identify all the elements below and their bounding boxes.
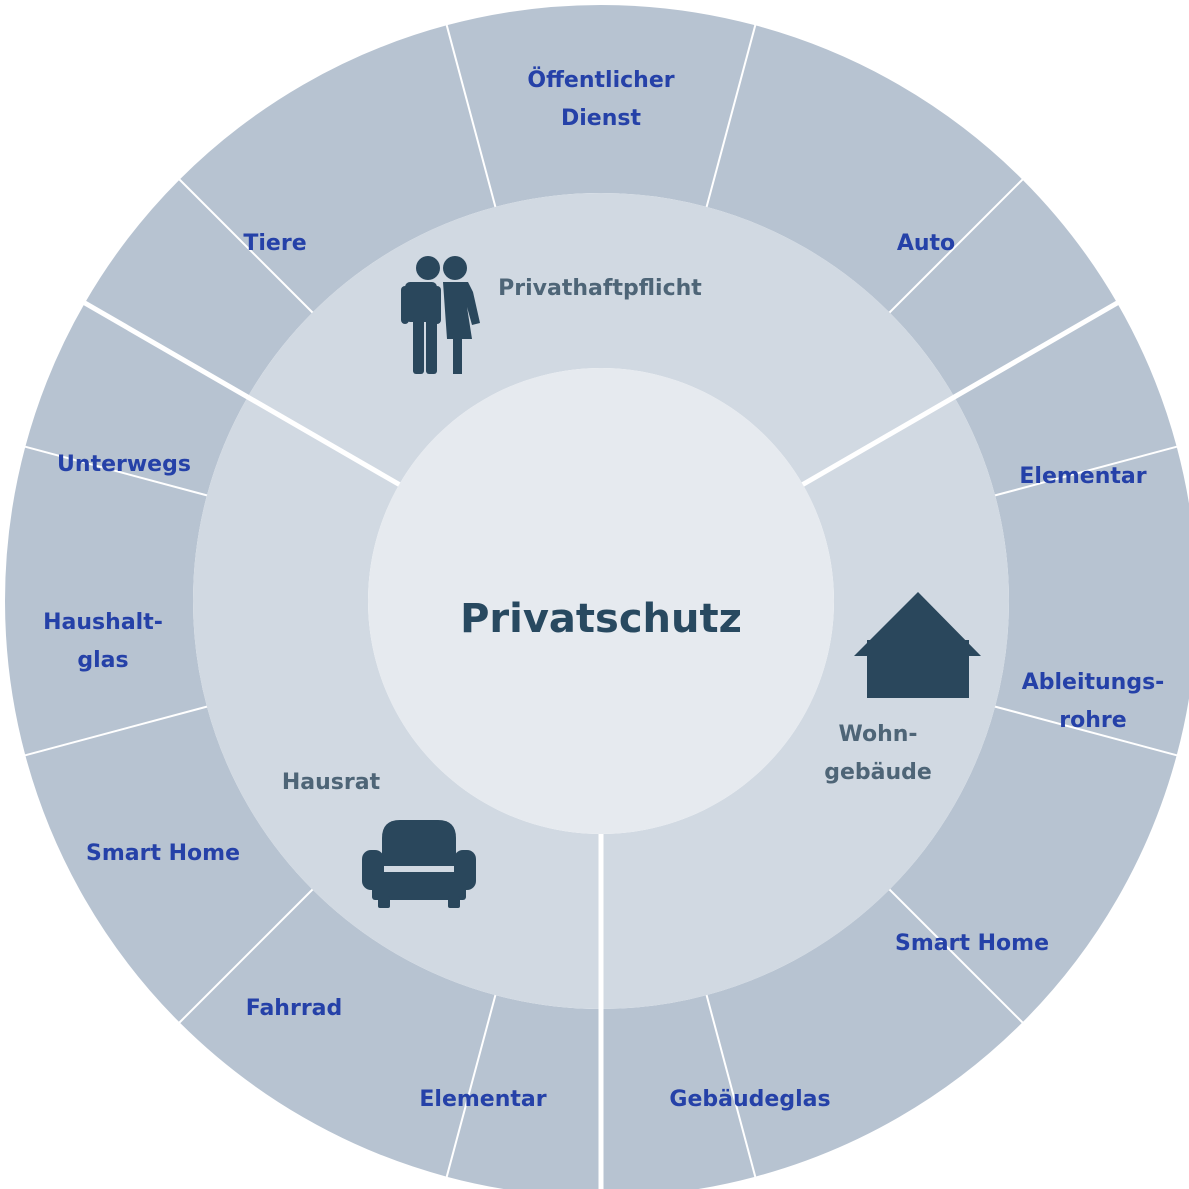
outer-divider <box>888 176 1026 314</box>
outer-label-line: Dienst <box>561 106 641 131</box>
outer-label: Gebäudeglas <box>669 1087 830 1112</box>
outer-segment[interactable] <box>4 446 207 756</box>
outer-label: Haushalt-glas <box>43 610 163 673</box>
center-title: Privatschutz <box>460 596 742 642</box>
outer-label-line: Smart Home <box>86 841 240 866</box>
outer-ring <box>4 4 1189 1189</box>
category-label-wohngebaeude: Wohn-gebäude <box>824 722 932 785</box>
outer-divider <box>176 888 314 1026</box>
outer-label-line: Elementar <box>1019 464 1146 489</box>
outer-label-line: rohre <box>1059 708 1126 733</box>
outer-label-line: Fahrrad <box>246 996 343 1021</box>
outer-segment[interactable] <box>179 889 496 1177</box>
outer-label-line: Smart Home <box>895 931 1049 956</box>
outer-label-line: Unterwegs <box>57 452 191 477</box>
section-divider <box>80 298 401 487</box>
outer-label: Auto <box>897 231 955 256</box>
category-label-line: gebäude <box>824 760 932 785</box>
middle-segment-wohngebaeude[interactable] <box>601 397 1010 1009</box>
outer-label-line: Elementar <box>419 1087 546 1112</box>
middle-ring <box>192 192 1010 1009</box>
category-label-line: Wohn- <box>838 722 917 747</box>
category-label-privathaftpflicht: Privathaftpflicht <box>498 276 702 301</box>
section-divider <box>801 298 1122 487</box>
outer-segment[interactable] <box>25 179 313 496</box>
center-disc <box>368 368 834 834</box>
category-label-hausrat: Hausrat <box>282 770 381 795</box>
outer-segment[interactable] <box>706 25 1023 313</box>
outer-label-line: Ableitungs- <box>1022 670 1165 695</box>
outer-label: Elementar <box>419 1087 546 1112</box>
outer-segment[interactable] <box>889 706 1177 1023</box>
outer-label-line: Öffentlicher <box>527 67 674 93</box>
outer-label: Tiere <box>243 231 306 256</box>
outer-divider <box>21 705 208 758</box>
outer-divider <box>705 21 758 208</box>
category-label-line: Privathaftpflicht <box>498 276 702 301</box>
middle-segment-hausrat[interactable] <box>192 397 602 1009</box>
outer-divider <box>888 888 1026 1026</box>
outer-divider <box>176 176 314 314</box>
outer-divider <box>994 705 1181 758</box>
outer-label: Fahrrad <box>246 996 343 1021</box>
outer-label-line: Auto <box>897 231 955 256</box>
outer-segment[interactable] <box>995 446 1189 756</box>
outer-divider <box>994 444 1181 497</box>
outer-label: Unterwegs <box>57 452 191 477</box>
outer-segment[interactable] <box>25 706 313 1023</box>
dividers <box>21 21 1181 1189</box>
outer-segment[interactable] <box>446 4 756 207</box>
outer-label: Ableitungs-rohre <box>1022 670 1165 733</box>
armchair-icon <box>362 820 476 908</box>
outer-label-line: Gebäudeglas <box>669 1087 830 1112</box>
outer-segment[interactable] <box>706 889 1023 1177</box>
category-label-line: Hausrat <box>282 770 381 795</box>
outer-divider <box>705 994 758 1181</box>
outer-segment[interactable] <box>889 179 1177 496</box>
couple-icon <box>401 256 480 374</box>
outer-divider <box>21 444 208 497</box>
outer-label: Smart Home <box>895 931 1049 956</box>
outer-label-line: Haushalt- <box>43 610 163 635</box>
outer-label: Smart Home <box>86 841 240 866</box>
outer-segment[interactable] <box>179 25 496 313</box>
outer-divider <box>444 994 497 1181</box>
outer-label: Elementar <box>1019 464 1146 489</box>
outer-label-line: glas <box>77 648 128 673</box>
house-icon <box>854 592 981 698</box>
outer-label-line: Tiere <box>243 231 306 256</box>
outer-divider <box>444 21 497 208</box>
